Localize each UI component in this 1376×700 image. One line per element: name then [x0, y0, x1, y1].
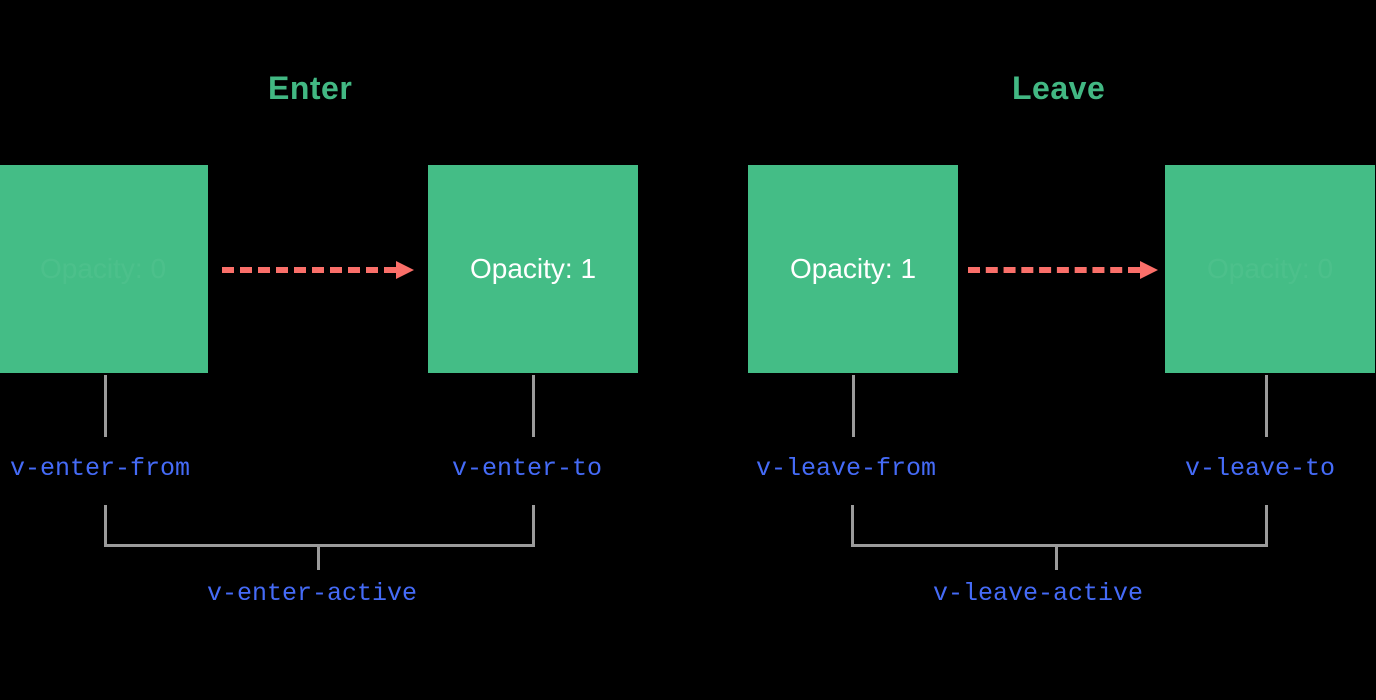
- arrow-shaft: [968, 267, 1140, 273]
- transition-arrow-enter-icon: [222, 261, 414, 279]
- arrow-head: [1140, 261, 1158, 279]
- class-label-v-enter-to: v-enter-to: [452, 454, 603, 483]
- grouping-bracket-leave: [851, 505, 1268, 547]
- grouping-bracket-enter: [104, 505, 535, 547]
- arrow-shaft: [222, 267, 396, 273]
- connector-leave-to: [1265, 375, 1268, 437]
- connector-leave-active: [1055, 544, 1058, 570]
- state-box-enter-to-label: Opacity: 1: [469, 253, 597, 284]
- class-label-v-leave-to: v-leave-to: [1185, 454, 1336, 483]
- connector-leave-from: [852, 375, 855, 437]
- section-title-enter: Enter: [268, 70, 353, 106]
- state-box-leave-from-label: Opacity: 1: [789, 253, 917, 284]
- arrow-head: [396, 261, 414, 279]
- state-box-leave-from: Opacity: 1: [748, 165, 958, 373]
- class-label-v-leave-active: v-leave-active: [933, 579, 1144, 608]
- state-box-leave-to: Opacity: 0: [1165, 165, 1375, 373]
- state-box-enter-to: Opacity: 1: [428, 165, 638, 373]
- state-box-enter-from: Opacity: 0: [0, 165, 208, 373]
- connector-enter-to: [532, 375, 535, 437]
- connector-enter-from: [104, 375, 107, 437]
- section-title-leave: Leave: [1012, 70, 1106, 106]
- state-box-enter-from-label: Opacity: 0: [40, 255, 166, 283]
- class-label-v-leave-from: v-leave-from: [756, 454, 937, 483]
- class-label-v-enter-active: v-enter-active: [207, 579, 418, 608]
- state-box-leave-to-label: Opacity: 0: [1207, 255, 1333, 283]
- transition-arrow-leave-icon: [968, 261, 1158, 279]
- class-label-v-enter-from: v-enter-from: [10, 454, 191, 483]
- connector-enter-active: [317, 544, 320, 570]
